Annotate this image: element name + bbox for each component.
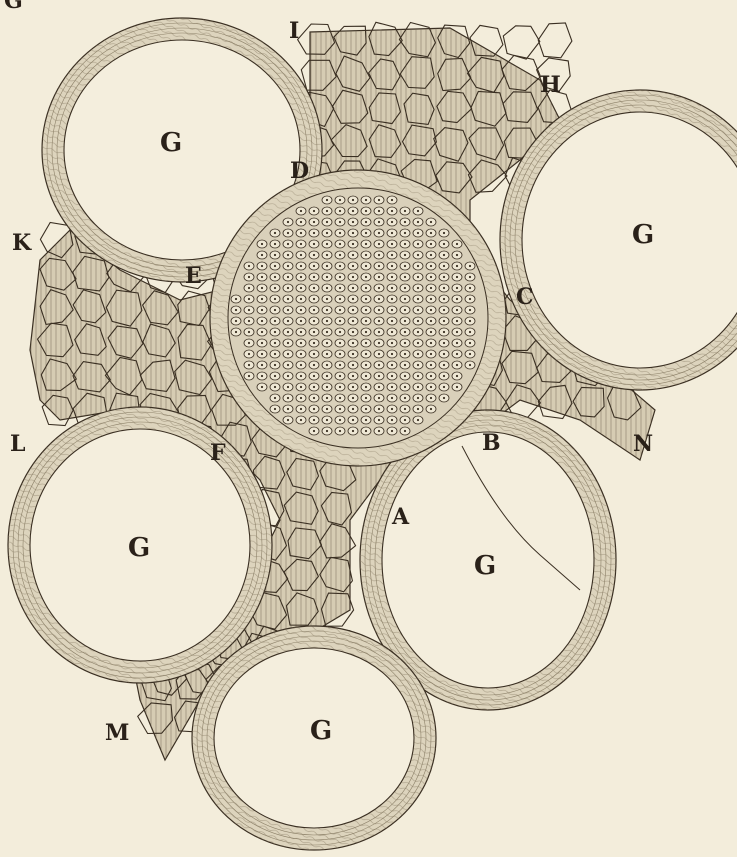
tissue-cell: [538, 23, 572, 58]
label-k: K: [12, 232, 31, 254]
label-g-vessel-bottom-center: G: [310, 718, 332, 744]
label-e: E: [185, 265, 202, 287]
label-i: I: [289, 20, 299, 42]
label-g-vessel-bottom-right: G: [474, 553, 496, 579]
label-g-vessel-right: G: [632, 222, 654, 248]
label-n: N: [633, 433, 653, 455]
label-l: L: [10, 433, 25, 455]
label-b: B: [482, 432, 501, 454]
tissue-cell: [503, 26, 540, 59]
label-d: D: [290, 160, 309, 182]
label-h: H: [540, 74, 561, 96]
label-a: A: [392, 506, 409, 528]
label-g-vessel-top-left: G: [160, 130, 182, 156]
label-c: C: [516, 286, 534, 308]
label-g-vessel-bottom-left: G: [128, 535, 150, 561]
label-f: F: [210, 442, 226, 464]
label-g-top-fragment: G: [4, 0, 23, 12]
label-m: M: [105, 722, 129, 744]
central-bundle: [210, 170, 506, 466]
